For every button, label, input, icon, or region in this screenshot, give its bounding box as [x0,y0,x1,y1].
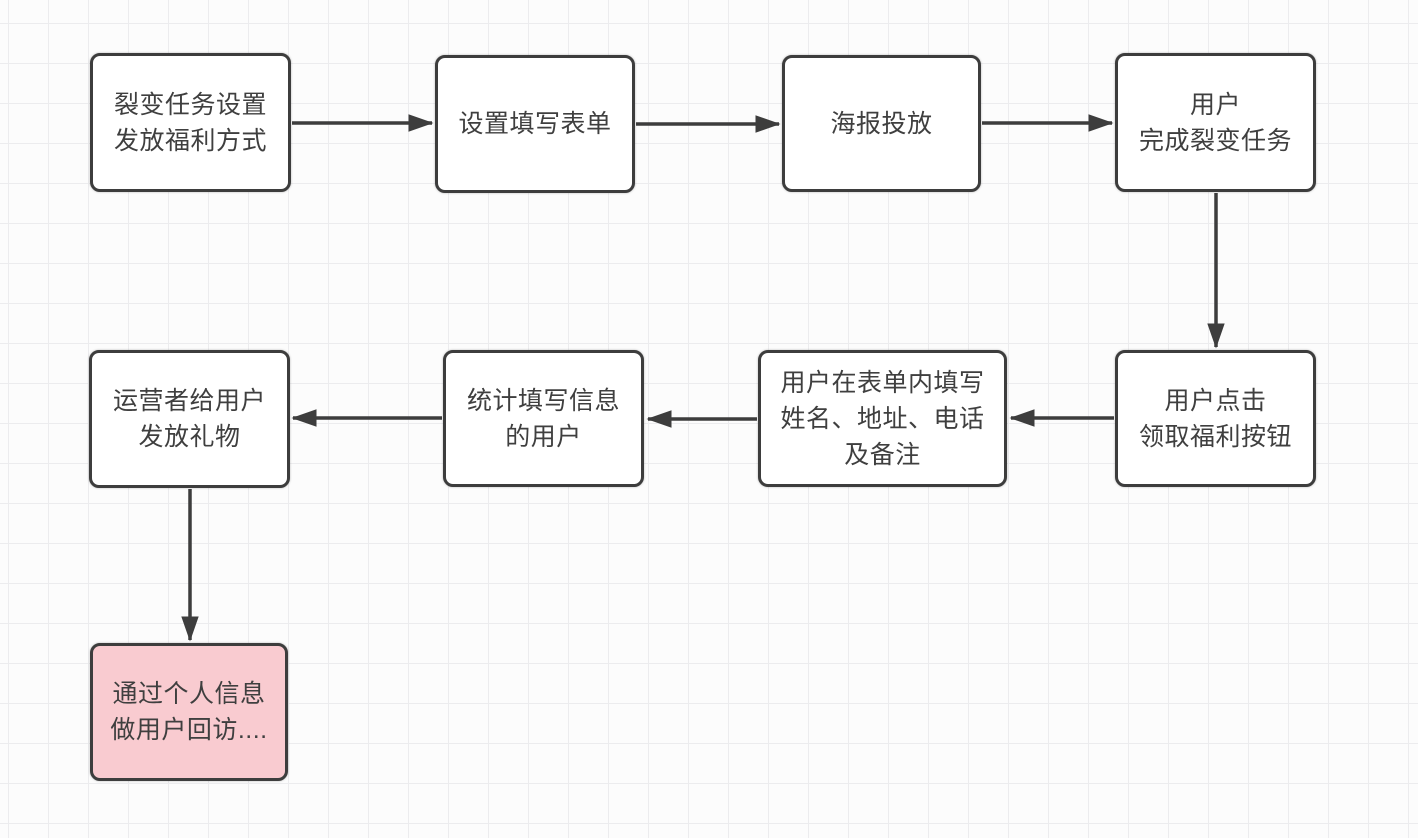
node-follow-up: 通过个人信息 做用户回访.... [90,643,288,781]
node-send-gifts-label: 运营者给用户 发放礼物 [112,387,266,451]
node-fill-form: 用户在表单内填写 姓名、地址、电话 及备注 [758,350,1007,487]
node-task-setup-label: 裂变任务设置 发放福利方式 [113,90,267,155]
node-poster-label: 海报投放 [830,109,933,138]
node-poster: 海报投放 [782,55,981,192]
node-complete-task-label: 用户 完成裂变任务 [1138,90,1292,155]
node-follow-up-label: 通过个人信息 做用户回访.... [110,680,268,744]
node-click-claim-label: 用户点击 领取福利按钮 [1138,386,1292,451]
node-complete-task: 用户 完成裂变任务 [1115,53,1316,192]
node-count-users-label: 统计填写信息 的用户 [466,386,620,451]
node-send-gifts: 运营者给用户 发放礼物 [89,350,290,488]
node-form-setup-label: 设置填写表单 [458,110,612,138]
node-form-setup: 设置填写表单 [435,55,635,193]
node-click-claim: 用户点击 领取福利按钮 [1115,350,1316,487]
node-task-setup: 裂变任务设置 发放福利方式 [90,53,291,192]
node-fill-form-label: 用户在表单内填写 姓名、地址、电话 及备注 [780,368,985,469]
node-count-users: 统计填写信息 的用户 [443,350,644,487]
